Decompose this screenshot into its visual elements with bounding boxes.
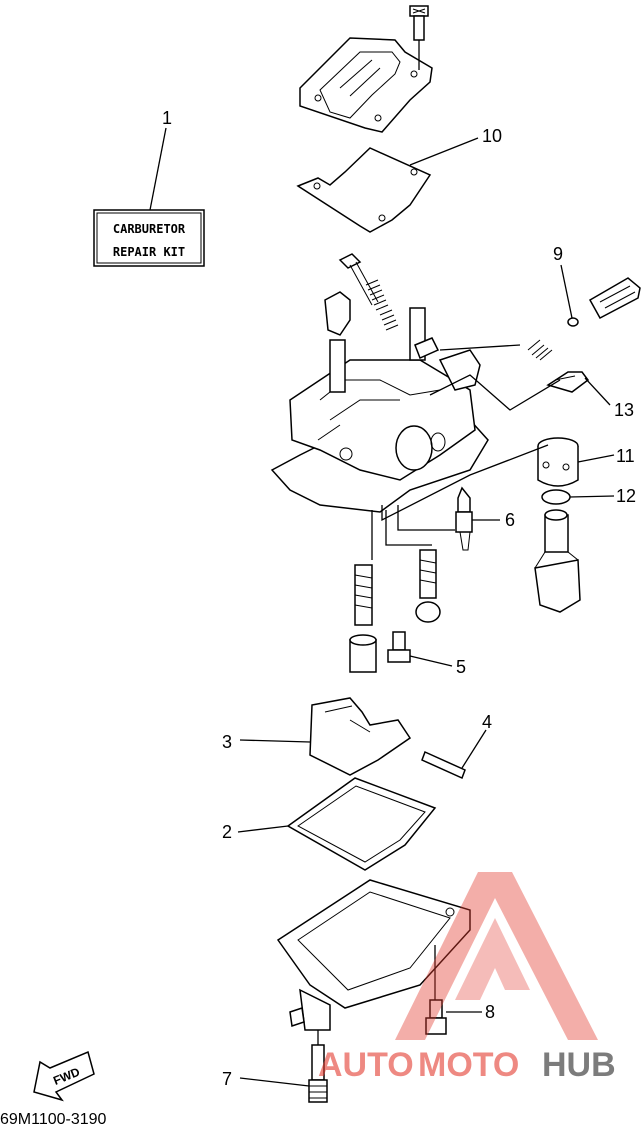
- top-screw: [409, 5, 429, 41]
- brand-hub: HUB: [542, 1046, 616, 1084]
- part-4-pin: [421, 750, 466, 780]
- part-spindle: [534, 509, 581, 613]
- part-11-cylinder: [537, 437, 579, 487]
- callout-1: 1: [162, 108, 172, 128]
- carburetor-repair-kit-box: CARBURETOR REPAIR KIT: [93, 209, 205, 267]
- main-jet-left: [349, 564, 377, 673]
- callout-13: 13: [614, 400, 634, 420]
- part-2-gasket-ring: [286, 777, 437, 871]
- top-cover-plate: [299, 37, 433, 133]
- callout-12: 12: [616, 486, 636, 506]
- callout-3: 3: [222, 732, 232, 752]
- callout-4: 4: [482, 712, 492, 732]
- brand-auto: AUTO: [318, 1046, 414, 1084]
- automotohub-watermark: AUTO MOTO HUB: [318, 872, 616, 1084]
- float-bowl: [276, 879, 471, 1031]
- main-jet-right: [415, 549, 441, 623]
- idle-screw-spring: [338, 253, 399, 331]
- part-13-screw: [546, 371, 590, 393]
- fwd-arrow: FWD: [33, 1050, 95, 1102]
- brand-moto: MOTO: [418, 1046, 519, 1084]
- top-gasket: [296, 147, 432, 233]
- part-code: 69M1100-3190: [0, 1111, 107, 1127]
- part-5-screw: [387, 631, 411, 663]
- callout-5: 5: [456, 657, 466, 677]
- part-8-screw: [425, 945, 447, 1035]
- callout-10: 10: [482, 126, 502, 146]
- callout-11: 11: [616, 446, 635, 466]
- callout-6: 6: [505, 510, 515, 530]
- part-3-float: [309, 697, 412, 776]
- callout-2: 2: [222, 822, 232, 842]
- callout-8: 8: [485, 1002, 495, 1022]
- callout-9: 9: [553, 244, 563, 264]
- kit-label-line-2: REPAIR KIT: [113, 245, 185, 259]
- carburetor-body: [270, 291, 489, 513]
- pilot-screw-assembly: [414, 277, 641, 361]
- callout-7: 7: [222, 1069, 232, 1089]
- kit-label-line-1: CARBURETOR: [113, 222, 186, 236]
- part-7-plug: [308, 1030, 328, 1103]
- part-12-oring: [541, 489, 571, 505]
- part-6-needle: [455, 486, 473, 551]
